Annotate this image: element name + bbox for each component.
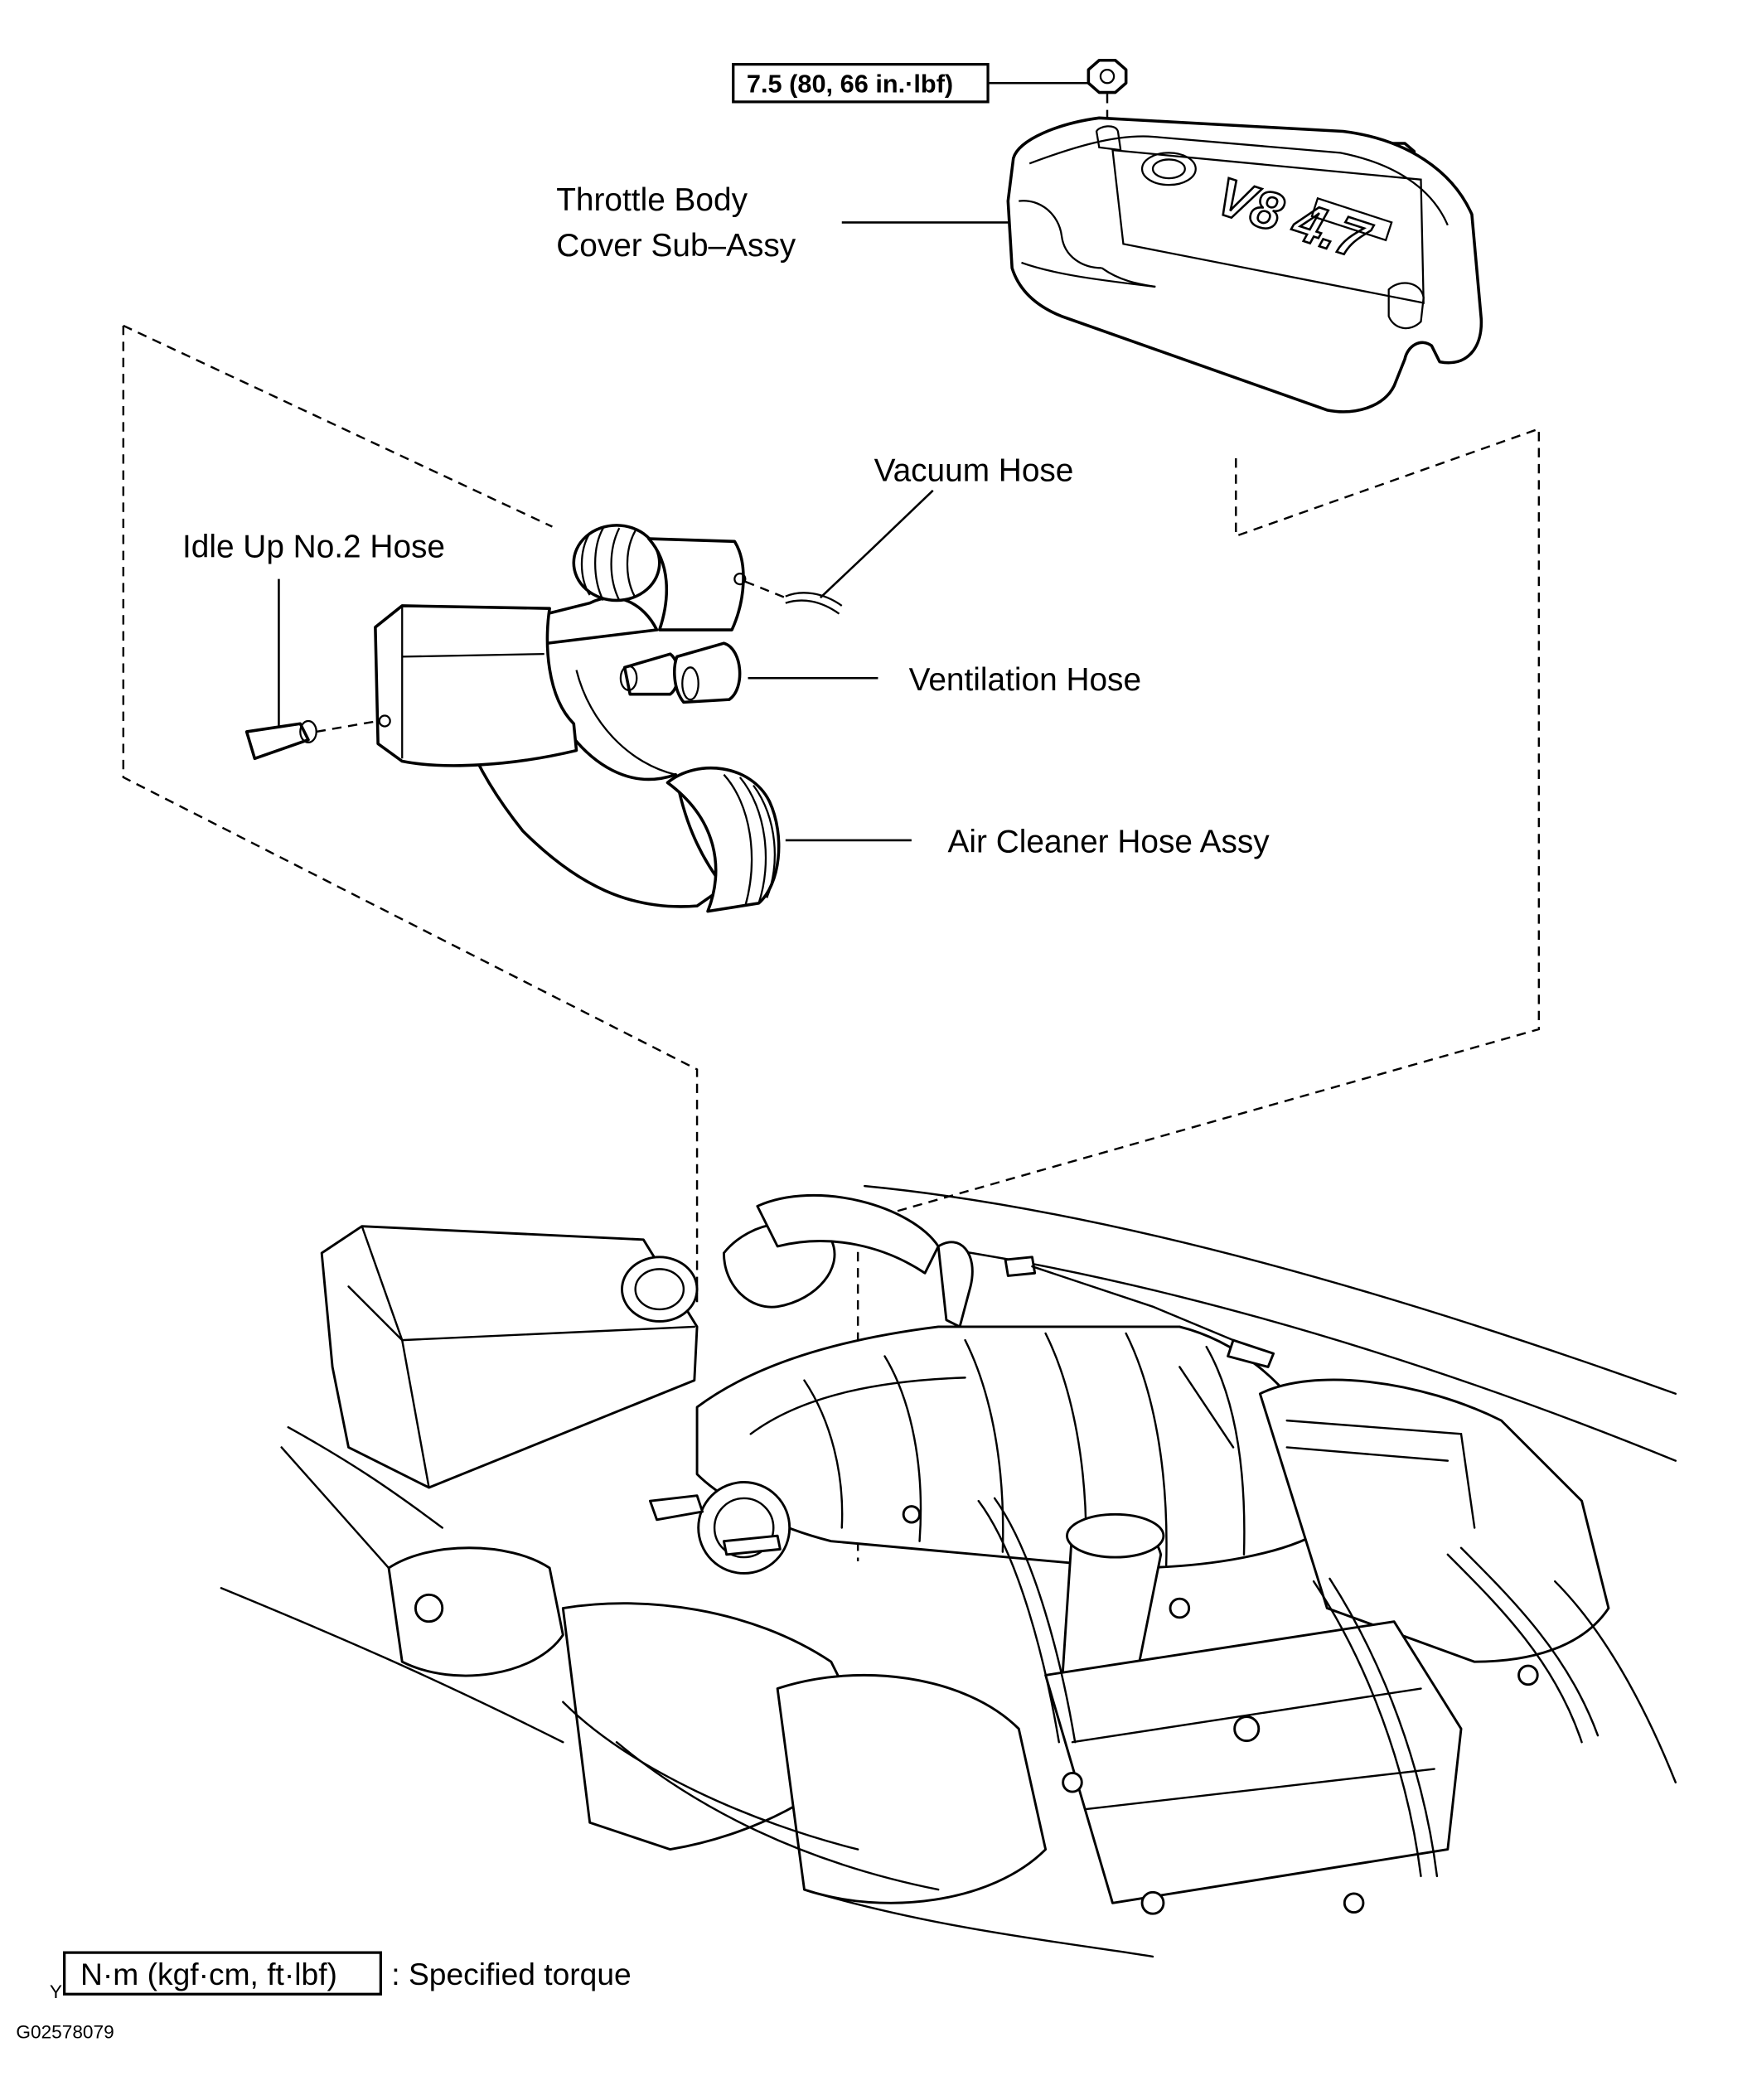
throttle-body-cover: V8 4.7 Throttle Body Cover Sub–Assy	[556, 58, 1483, 414]
lower-bellows	[665, 766, 781, 913]
toyota-logo-icon	[1140, 152, 1197, 186]
idle-up-hose-label: Idle Up No.2 Hose	[182, 530, 445, 565]
vacuum-hose-label: Vacuum Hose	[874, 453, 1074, 489]
vacuum-hose-leader	[819, 489, 934, 599]
throttle-cover-label-line2: Cover Sub–Assy	[556, 228, 796, 264]
throttle-cover-label-line1: Throttle Body	[556, 182, 748, 218]
torque-spec-text: 7.5 (80, 66 in.·lbf)	[747, 70, 953, 99]
torque-legend-unit: N·m (kgf·cm, ft·lbf)	[80, 1957, 337, 1991]
assembly-guide-lines	[122, 324, 1541, 1561]
torque-legend-box	[63, 1951, 382, 1996]
engine-bay-illustration	[220, 1184, 1677, 1958]
air-cleaner-hose-label: Air Cleaner Hose Assy	[948, 824, 1270, 859]
figure-id: G02578079	[16, 2022, 114, 2043]
corner-mark: Y	[50, 1981, 62, 2002]
cover-nut-1	[1087, 58, 1128, 94]
torque-callout-box	[732, 63, 990, 104]
upper-bellows	[572, 524, 661, 602]
torque-legend-description: : Specified torque	[391, 1957, 631, 1991]
air-cleaner-hose-assembly	[244, 524, 843, 913]
torque-callout: 7.5 (80, 66 in.·lbf)	[732, 63, 1089, 104]
ventilation-hose-label: Ventilation Hose	[909, 662, 1141, 698]
torque-legend: N·m (kgf·cm, ft·lbf) : Specified torque	[63, 1951, 632, 1996]
